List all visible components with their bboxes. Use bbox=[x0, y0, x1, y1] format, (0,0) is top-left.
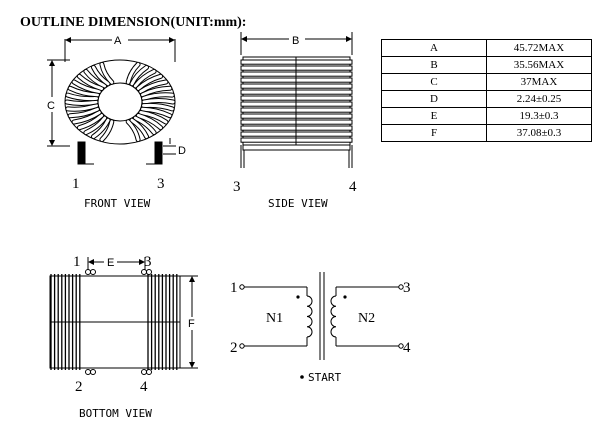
winding-strand-fill bbox=[142, 93, 174, 100]
bottom-pin-4: 4 bbox=[140, 379, 148, 395]
dim-f-label: F bbox=[188, 318, 195, 330]
start-label: START bbox=[308, 371, 341, 384]
bottom-pin-1: 1 bbox=[73, 254, 81, 270]
schematic-pin-1: 1 bbox=[230, 280, 238, 296]
winding-strand-fill bbox=[92, 65, 110, 86]
terminal-4 bbox=[398, 343, 404, 349]
winding-strand-fill bbox=[92, 118, 110, 139]
winding-strand-fill bbox=[84, 69, 107, 88]
front-view-label: FRONT VIEW bbox=[84, 197, 151, 210]
winding-strand-fill bbox=[130, 118, 148, 139]
start-dot bbox=[300, 375, 304, 379]
dim-c-label: C bbox=[47, 100, 55, 112]
toroid-hole bbox=[97, 82, 143, 122]
winding-strand-fill bbox=[126, 62, 140, 84]
winding-strand-fill bbox=[68, 86, 99, 97]
winding-strand-fill bbox=[130, 65, 148, 86]
schematic-pin-2: 2 bbox=[230, 340, 238, 356]
terminal-1 bbox=[239, 284, 245, 290]
dim-value: 37.08±0.3 bbox=[486, 124, 592, 142]
schematic-pin-4: 4 bbox=[403, 340, 411, 356]
winding-strand-fill bbox=[133, 116, 156, 135]
side-pin-3: 3 bbox=[233, 179, 241, 195]
winding-strand-fill bbox=[84, 116, 107, 135]
bottom-pin-2: 2 bbox=[75, 379, 83, 395]
winding-strand-fill bbox=[141, 86, 172, 97]
winding-strand-fill bbox=[126, 120, 140, 142]
dim-value: 45.72MAX bbox=[486, 39, 592, 57]
dim-d-label: D bbox=[178, 145, 186, 157]
bottom-left-winding bbox=[50, 274, 81, 370]
winding-left bbox=[64, 61, 115, 143]
winding-strand-fill bbox=[68, 107, 99, 118]
schematic bbox=[243, 272, 400, 360]
terminal-2 bbox=[239, 343, 245, 349]
schematic-pin-3: 3 bbox=[403, 280, 411, 296]
winding-strand-fill bbox=[100, 62, 114, 84]
side-pin-4: 4 bbox=[349, 179, 357, 195]
lead-1 bbox=[77, 141, 86, 165]
winding-strand-fill bbox=[142, 103, 174, 111]
winding-strand-fill bbox=[141, 107, 172, 118]
side-view-label: SIDE VIEW bbox=[268, 197, 328, 210]
front-pin-3: 3 bbox=[157, 176, 165, 192]
polarity-dot bbox=[343, 295, 347, 299]
winding-right bbox=[125, 61, 176, 143]
winding-strand-fill bbox=[65, 100, 98, 105]
winding-strand-fill bbox=[72, 111, 101, 124]
side-view bbox=[240, 32, 353, 168]
winding-strand-fill bbox=[100, 120, 114, 142]
winding-strand-fill bbox=[133, 69, 156, 88]
side-winding-bands bbox=[240, 57, 353, 145]
winding-strand-fill bbox=[72, 80, 101, 93]
diagram-title: OUTLINE DIMENSION(UNIT:mm): bbox=[20, 15, 247, 30]
winding-strand-fill bbox=[142, 99, 175, 104]
winding-strand-fill bbox=[66, 93, 98, 101]
front-pin-1: 1 bbox=[72, 176, 80, 192]
coil-primary bbox=[306, 295, 313, 338]
winding-strand-fill bbox=[77, 74, 104, 90]
winding-strand-fill bbox=[136, 114, 163, 130]
winding-strand-fill bbox=[66, 104, 98, 111]
winding-strand-fill bbox=[139, 80, 168, 93]
bottom-view bbox=[49, 257, 198, 375]
winding-strand-fill bbox=[136, 74, 163, 90]
dim-b-label: B bbox=[292, 35, 299, 47]
dim-e-label: E bbox=[107, 257, 114, 269]
dim-value: 2.24±0.25 bbox=[486, 90, 592, 108]
winding-n1-label: N1 bbox=[266, 311, 283, 326]
bottom-right-winding bbox=[147, 274, 178, 370]
front-view bbox=[47, 37, 176, 165]
winding-strand-fill bbox=[77, 114, 104, 130]
polarity-dot bbox=[296, 295, 300, 299]
coil-secondary bbox=[330, 295, 337, 338]
bottom-view-label: BOTTOM VIEW bbox=[79, 407, 152, 420]
winding-n2-label: N2 bbox=[358, 311, 375, 326]
bottom-pin-3: 3 bbox=[144, 254, 152, 270]
winding-strand-fill bbox=[139, 111, 168, 124]
dim-a-label: A bbox=[114, 35, 122, 47]
terminal-3 bbox=[398, 284, 404, 290]
lead-3 bbox=[154, 141, 163, 165]
